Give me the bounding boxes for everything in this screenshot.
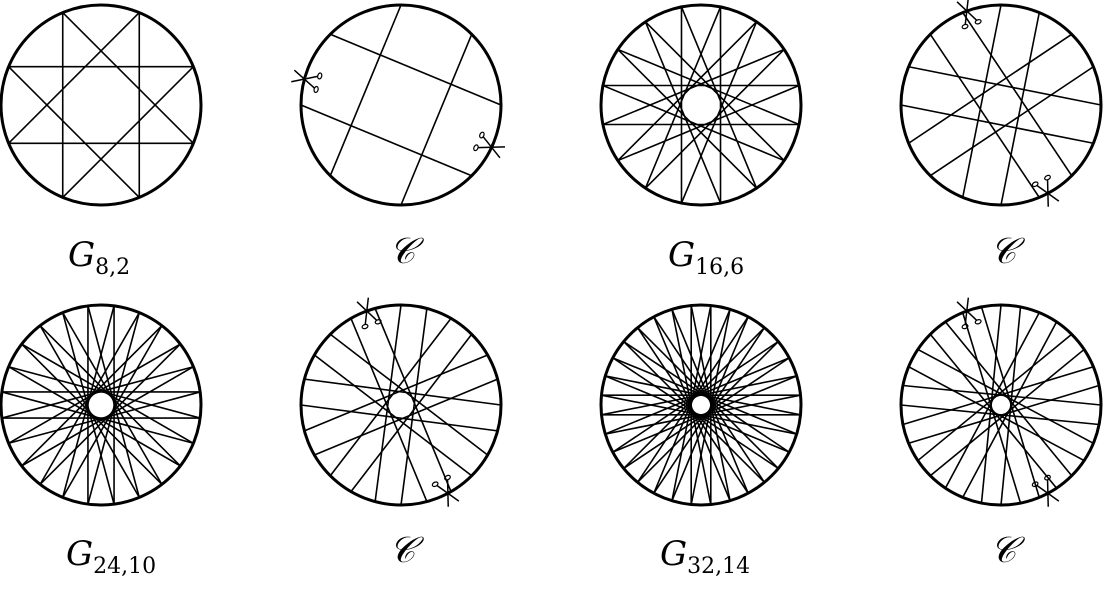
chord [644,21,785,162]
graph-2 [599,3,803,207]
chord [680,21,758,204]
chord [644,6,722,189]
label-g-8-2: G8,2 [68,235,130,280]
chord [314,378,498,456]
chord [8,66,140,198]
chord [329,317,452,477]
chord [602,48,785,126]
scissors-icon [956,0,982,30]
chord [350,318,428,502]
graph-6 [599,303,803,507]
chord [8,12,140,144]
graph-4 [0,303,203,507]
label-c-3: 𝒞 [389,530,425,571]
chord [917,348,1094,444]
chord [329,333,489,456]
boundary-circle [299,3,503,207]
chord [908,65,1102,106]
label-c-2: 𝒞 [990,231,1026,272]
chord [617,84,800,162]
chord [602,84,785,162]
boundary-circle [899,303,1103,507]
chord [313,354,473,477]
boundary-circle [599,303,803,507]
chord [374,304,402,502]
label-g-32-14: G32,14 [660,534,750,579]
chord [62,12,194,144]
scissors-icon [1031,474,1060,507]
cut-diagram-3 [899,0,1103,207]
label-c-1: 𝒞 [389,231,425,272]
chord [400,33,473,206]
label-g-16-6: G16,6 [668,235,744,280]
boundary-circle [0,303,203,507]
chord [680,6,758,189]
chord [617,21,758,162]
chord [644,48,785,189]
label-c-4: 𝒞 [990,530,1026,571]
chord [300,104,473,177]
chord [374,308,452,492]
boundary-circle [899,3,1103,207]
chord [929,66,1094,177]
boundary-circle [0,3,203,207]
chord [8,365,201,419]
chord [350,333,473,493]
chord [329,33,502,106]
label-g-24-10: G24,10 [66,534,156,579]
chord [617,48,758,189]
cut-diagram-7 [899,297,1103,507]
scissors-icon [431,474,460,507]
chord [962,12,1073,177]
row-bottom [0,297,1103,507]
chord [929,33,1040,198]
scissors-icon [291,69,323,94]
boundary-circle [599,3,803,207]
chord [400,308,428,506]
scissors-icon [956,297,982,330]
chord [62,66,194,198]
scissors-icon [1031,174,1060,207]
scissors-icon [356,297,382,330]
chord [908,33,1073,144]
chord [304,354,488,432]
boundary-circle [299,303,503,507]
row-top [0,0,1103,207]
chord [900,104,1094,145]
chord [961,4,1002,198]
scissors-icon [473,131,506,159]
cut-diagram-5 [299,297,503,507]
cut-diagram-1 [291,3,506,207]
chord [329,4,402,177]
chord [605,375,801,416]
graph-0 [0,3,203,207]
chord [1000,12,1041,206]
chord [617,48,800,126]
chord [300,404,498,432]
chord [644,21,722,204]
chord [304,378,502,406]
